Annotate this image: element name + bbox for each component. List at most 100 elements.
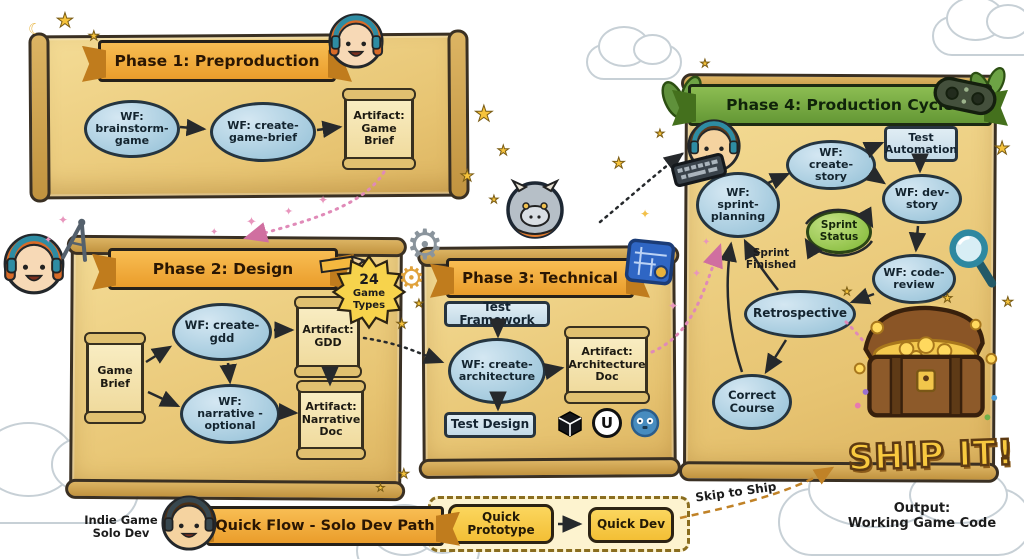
phase2-title: Phase 2: Design	[152, 260, 294, 278]
avatar-solo-dev	[161, 495, 217, 551]
phase1-title: Phase 1: Preproduction	[114, 52, 320, 70]
scroll-roll-icon	[28, 32, 51, 203]
star-icon: ★	[611, 154, 626, 172]
sparkle-icon: ✦	[58, 213, 69, 227]
artifact-label: Artifact: GDD	[302, 323, 354, 349]
node-wf-create-story: WF: create-story	[786, 140, 876, 190]
ship-it-title: SHIP IT!	[837, 432, 1024, 480]
game-controller-icon	[933, 76, 997, 116]
node-sprint-status: Sprint Status	[806, 210, 872, 254]
moon-icon: ☾	[28, 20, 42, 38]
avatar-woman-headphones	[3, 233, 65, 295]
avatar-dragon	[506, 178, 564, 239]
sparkle-icon: ✦	[702, 237, 711, 248]
label-line: Indie Game	[84, 513, 158, 527]
node-label: Test Automation	[884, 130, 958, 156]
sparkle-icon: ✦	[246, 215, 257, 230]
node-label: Quick Dev	[596, 517, 666, 532]
sparkle-icon: ✦	[318, 193, 329, 207]
cloud	[932, 0, 1024, 56]
badge-24-game-types	[331, 254, 407, 330]
label-indie-solo-dev: Indie Game Solo Dev	[82, 513, 160, 541]
label-skip-to-ship: Skip to Ship	[693, 479, 778, 505]
node-test-framework: Test Framework	[444, 300, 550, 327]
sparkle-icon: ✦	[668, 299, 679, 313]
star-icon: ★	[396, 317, 409, 332]
node-wf-brainstorm-game: WF: brainstorm-game	[84, 100, 180, 158]
node-label: WF: create-gdd	[184, 318, 260, 345]
node-label: WF: dev-story	[894, 185, 950, 211]
sparkle-icon: ✦	[692, 267, 702, 280]
output-line: Output:	[893, 501, 951, 516]
label-text: Sprint Finished	[745, 247, 797, 272]
label-sprint-finished: Sprint Finished	[742, 247, 800, 271]
star-icon: ★	[398, 467, 411, 482]
star-icon: ★	[489, 193, 500, 206]
banner-phase1: Phase 1: Preproduction	[98, 40, 336, 82]
magnifier-icon	[949, 229, 997, 288]
node-label: Correct Course	[728, 388, 776, 415]
sparkle-icon: ✦	[284, 205, 294, 218]
gear-icon: ⚙	[406, 220, 444, 269]
star-icon: ★	[700, 57, 711, 70]
node-label: Quick Prototype	[467, 509, 535, 537]
artifact-label: Game Brief	[97, 364, 133, 390]
scroll-roll-icon	[65, 478, 406, 502]
star-icon: ★	[88, 29, 101, 44]
output-label: Output: Working Game Code	[826, 501, 1018, 532]
output-line: Working Game Code	[847, 515, 997, 531]
treasure-chest-icon	[853, 302, 998, 421]
avatar-woman-headphones	[328, 13, 384, 69]
node-wf-sprint-planning: WF: sprint-planning	[696, 172, 780, 238]
artifact-label: Artifact: Narrative Doc	[301, 400, 361, 439]
node-label: WF: create-architecture	[458, 357, 536, 383]
node-quick-dev: Quick Dev	[588, 507, 674, 543]
node-wf-dev-story: WF: dev-story	[882, 174, 962, 224]
badge-line: Game	[352, 288, 386, 300]
compass-icon	[61, 218, 88, 262]
node-label: Sprint Status	[819, 219, 859, 243]
star-icon: ★	[842, 285, 853, 298]
node-wf-code-review: WF: code-review	[872, 254, 956, 304]
unreal-letter: U	[600, 414, 614, 432]
sparkle-icon: ✦	[640, 207, 651, 221]
avatar-boy-headphones	[687, 119, 741, 173]
artifact-label: Artifact: Game Brief	[353, 109, 405, 148]
blueprint-icon	[624, 238, 676, 286]
ship-it-text: SHIP IT!	[846, 432, 1016, 480]
node-label: Test Design	[450, 417, 530, 432]
unity-icon	[558, 411, 582, 437]
star-icon: ★	[1002, 295, 1015, 310]
badge-line: 24	[359, 272, 379, 288]
node-quick-prototype: Quick Prototype	[448, 504, 554, 544]
node-correct-course: Correct Course	[712, 374, 792, 430]
phase4-title: Phase 4: Production Cycle	[726, 96, 954, 114]
node-label: WF: sprint-planning	[710, 185, 766, 224]
banner-phase3: Phase 3: Technical	[446, 258, 634, 298]
phase3-title: Phase 3: Technical	[462, 269, 618, 287]
node-label: WF: brainstorm-game	[95, 109, 169, 148]
quick-flow-title: Quick Flow - Solo Dev Path	[215, 518, 435, 534]
node-wf-create-architecture: WF: create-architecture	[448, 338, 546, 404]
artifact-label: Artifact: Architecture Doc	[568, 345, 646, 384]
node-label: WF: create-game-brief	[227, 118, 299, 144]
banner-quick-flow: Quick Flow - Solo Dev Path	[206, 506, 444, 546]
node-retrospective: Retrospective	[744, 290, 856, 338]
badge-line: Types	[352, 299, 386, 311]
artifact-narrative-doc: Artifact: Narrative Doc	[296, 380, 366, 460]
star-icon: ★	[56, 8, 75, 32]
star-icon: ★	[942, 291, 954, 305]
node-wf-narrative-optional: WF: narrative - optional	[180, 384, 280, 444]
node-test-design: Test Design	[444, 412, 536, 438]
label-line: Solo Dev	[92, 526, 150, 541]
star-icon: ★	[459, 166, 475, 185]
star-icon: ★	[474, 102, 495, 127]
star-icon: ★	[655, 127, 666, 140]
sparkle-icon: ✦	[44, 235, 53, 246]
banner-phase2: Phase 2: Design	[108, 248, 338, 290]
scroll-roll-icon	[418, 457, 681, 479]
node-label: WF: create-story	[808, 145, 854, 184]
sparkle-icon: ✦	[210, 227, 219, 238]
godot-icon	[630, 408, 660, 438]
